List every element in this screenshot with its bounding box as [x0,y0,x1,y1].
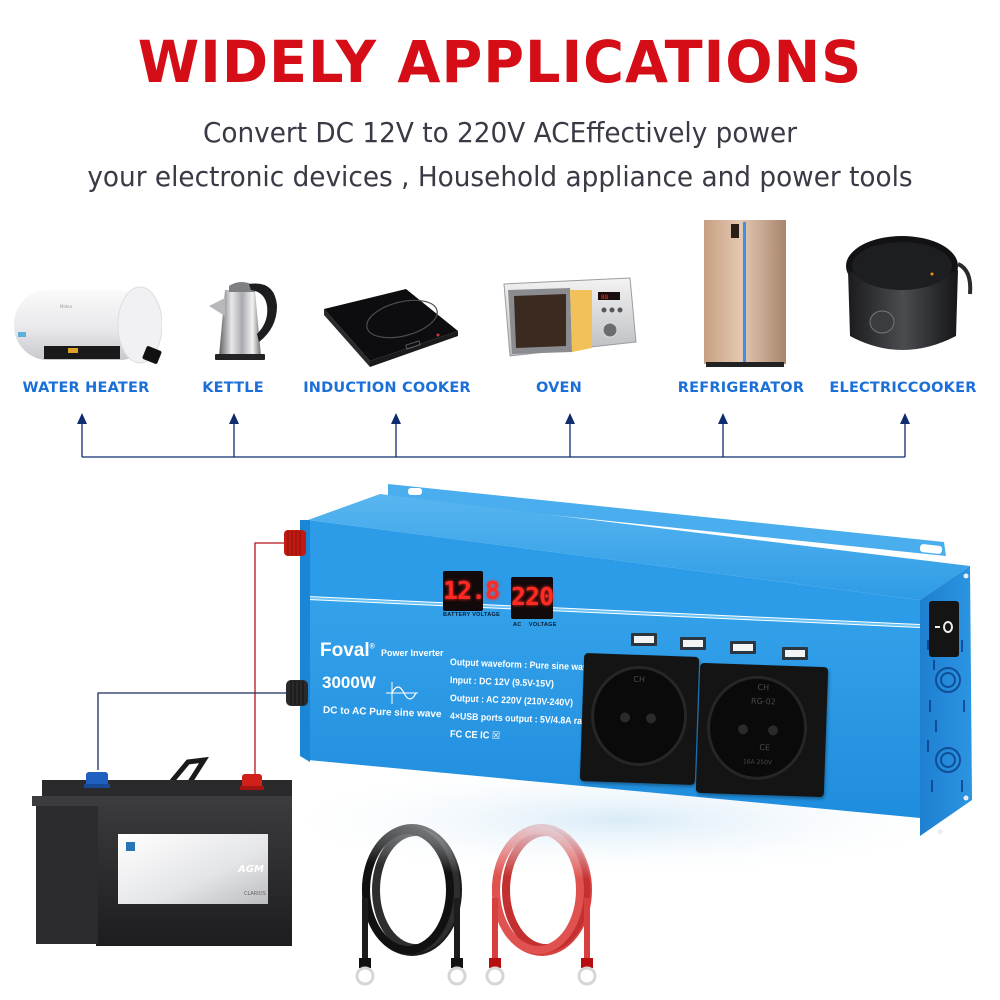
wattage-rating: 3000W [322,673,376,692]
refrigerator-icon [704,220,786,367]
socket-mark: CE [759,742,771,753]
certification-marks: FC CE IC ☒ [449,729,501,742]
battery-label-brand: AGM [237,864,264,875]
usb-port-2[interactable] [680,637,706,650]
usb-port-1[interactable] [631,633,657,646]
battery-voltage-caption: BATTERY VOLTAGE [443,612,501,618]
page-headline: WIDELY APPLICATIONS [137,28,863,96]
induction-cooker-icon [324,289,458,367]
usb-port-3[interactable] [730,641,756,654]
microwave-oven-icon: 88 [503,277,637,357]
svg-text:88: 88 [601,294,609,301]
registered-mark: ® [369,643,375,651]
product-type: Power Inverter [381,648,444,658]
arrow-up-icon [229,413,239,424]
socket-mark: RG-02 [750,696,776,707]
subtitle-line-2: your electronic devices , Household appl… [87,160,913,193]
ac-socket-1[interactable]: CH [579,653,700,785]
water-heater-icon: Midea [14,286,162,364]
power-switch[interactable] [929,601,959,657]
ac-voltage-display: 220 [511,577,554,619]
appliance-label-water-heater: WATER HEATER [22,380,150,396]
battery-label-maker: CLARIOS [244,891,266,897]
svg-text:Midea: Midea [60,304,73,309]
connector-arrows [77,413,910,458]
arrow-up-icon [718,413,728,424]
appliance-label-induction-cooker: INDUCTION COOKER [303,380,471,396]
car-battery: AGM CLARIOS [32,756,292,946]
kettle-icon [209,282,277,360]
subtitle-line-1: Convert DC 12V to 220V ACEffectively pow… [202,116,798,149]
ac-socket-2[interactable]: CH RG-02 CE 16A 250V [695,662,829,798]
appliance-label-kettle: KETTLE [202,380,264,396]
brand-logo: Foval® [320,640,375,662]
battery-voltage-display: 12.8 [443,571,500,611]
switch-on-mark [935,626,940,628]
usb-port-4[interactable] [782,647,808,660]
arrow-up-icon [565,413,575,424]
arrow-up-icon [77,413,87,424]
negative-terminal-icon [286,680,308,706]
switch-off-mark [943,621,953,633]
appliance-label-refrigerator: REFRIGERATOR [677,380,805,396]
brand-name: Foval [320,640,370,661]
appliance-label-electric-cooker: ELECTRICCOOKER [829,380,977,396]
rice-cooker-icon [846,236,973,350]
arrow-up-icon [391,413,401,424]
positive-terminal-icon [284,530,306,556]
sine-wave-icon [386,682,418,704]
socket-mark: CH [757,682,770,693]
arrow-up-icon [900,413,910,424]
socket-mark: CH [633,674,646,685]
ac-voltage-caption: AC VOLTAGE [513,622,557,628]
socket-mark: 16A 250V [742,758,773,767]
appliance-label-oven: OVEN [536,380,582,396]
